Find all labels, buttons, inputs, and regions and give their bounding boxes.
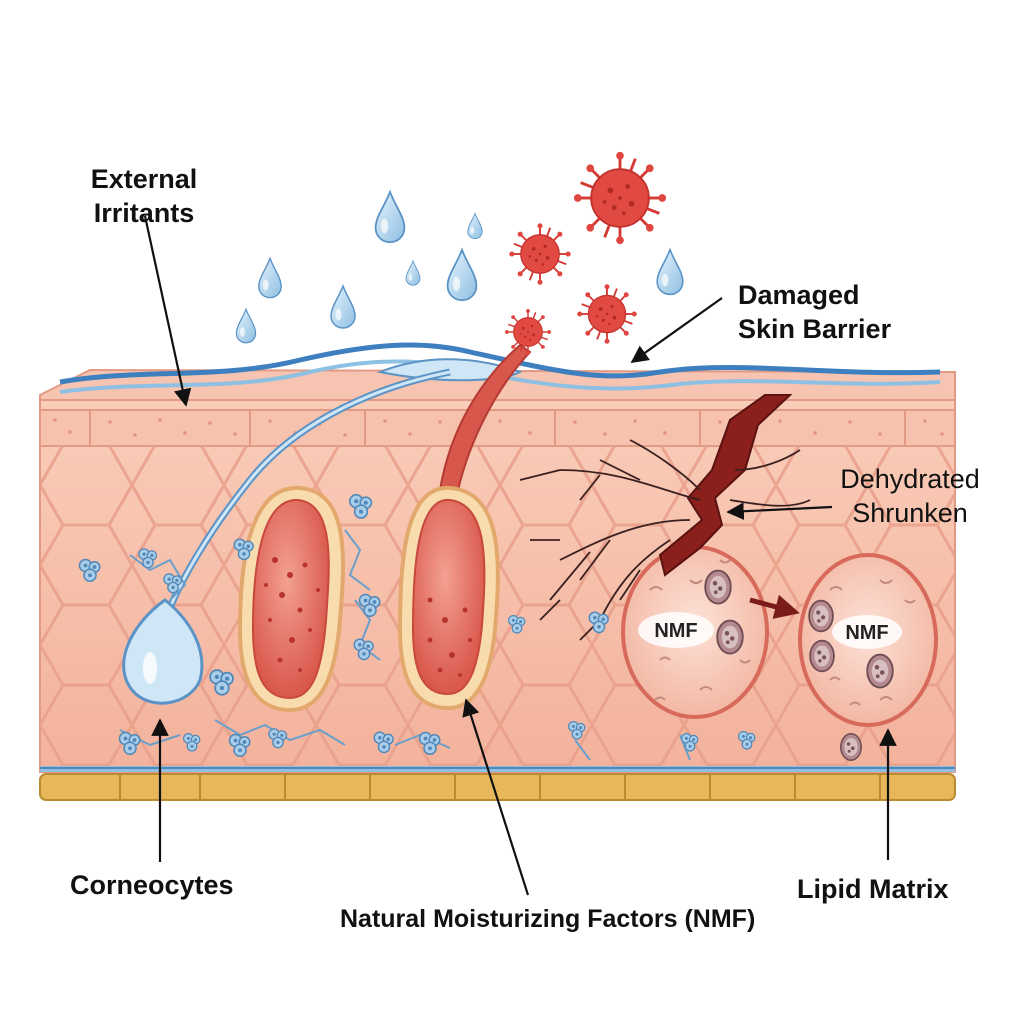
leader-external-irritants (143, 215, 192, 407)
nmf-cell-label-1: NMF (654, 620, 697, 642)
water-channel (122, 368, 451, 705)
virus-icon (504, 308, 552, 356)
label-corneocytes: Corneocytes (70, 870, 234, 900)
label-external-irritants-line2: Irritants (93, 198, 195, 228)
label-nmf: Natural Moisturizing Factors (NMF) (340, 905, 756, 933)
water-droplet-icon (405, 260, 421, 286)
corneocyte-pod-middle (397, 485, 500, 711)
water-droplet-icon (446, 248, 478, 302)
virus-icon (572, 150, 668, 246)
virus-icon (508, 222, 572, 286)
nmf-molecule-clusters (78, 493, 756, 761)
corneocyte-pod-left (237, 485, 346, 713)
label-external-irritants-line1: External (90, 164, 198, 194)
water-droplet-icon (330, 285, 356, 329)
virus-icon (576, 283, 638, 345)
label-damaged-barrier-line1: Damaged (738, 280, 860, 310)
dehydrated-cell-2: NMF (798, 553, 938, 762)
water-droplet-icon (374, 190, 406, 244)
leader-damaged-barrier (630, 297, 723, 364)
leader-dehydrated (726, 502, 833, 521)
nmf-cell-label-2: NMF (845, 622, 888, 644)
leader-lines (143, 215, 897, 896)
label-damaged-barrier: Damaged Skin Barrier (738, 278, 891, 346)
water-droplet-icon (258, 257, 282, 299)
barrier-crack (519, 394, 811, 641)
damaged-barrier-film (59, 342, 941, 394)
water-droplet-icon (467, 212, 483, 240)
leader-nmf (462, 698, 530, 896)
irritant-viruses (504, 150, 668, 356)
dehydrated-cell-1: NMF (621, 545, 769, 719)
label-dehydrated: Dehydrated Shrunken (830, 462, 990, 530)
label-dehydrated-line1: Dehydrated (840, 464, 980, 494)
label-lipid-matrix: Lipid Matrix (797, 874, 949, 904)
label-dehydrated-line2: Shrunken (852, 498, 968, 528)
water-droplet-icon (656, 248, 684, 296)
label-external-irritants: External Irritants (82, 162, 206, 230)
water-droplet-icon (235, 308, 257, 344)
label-damaged-barrier-line2: Skin Barrier (738, 314, 892, 344)
